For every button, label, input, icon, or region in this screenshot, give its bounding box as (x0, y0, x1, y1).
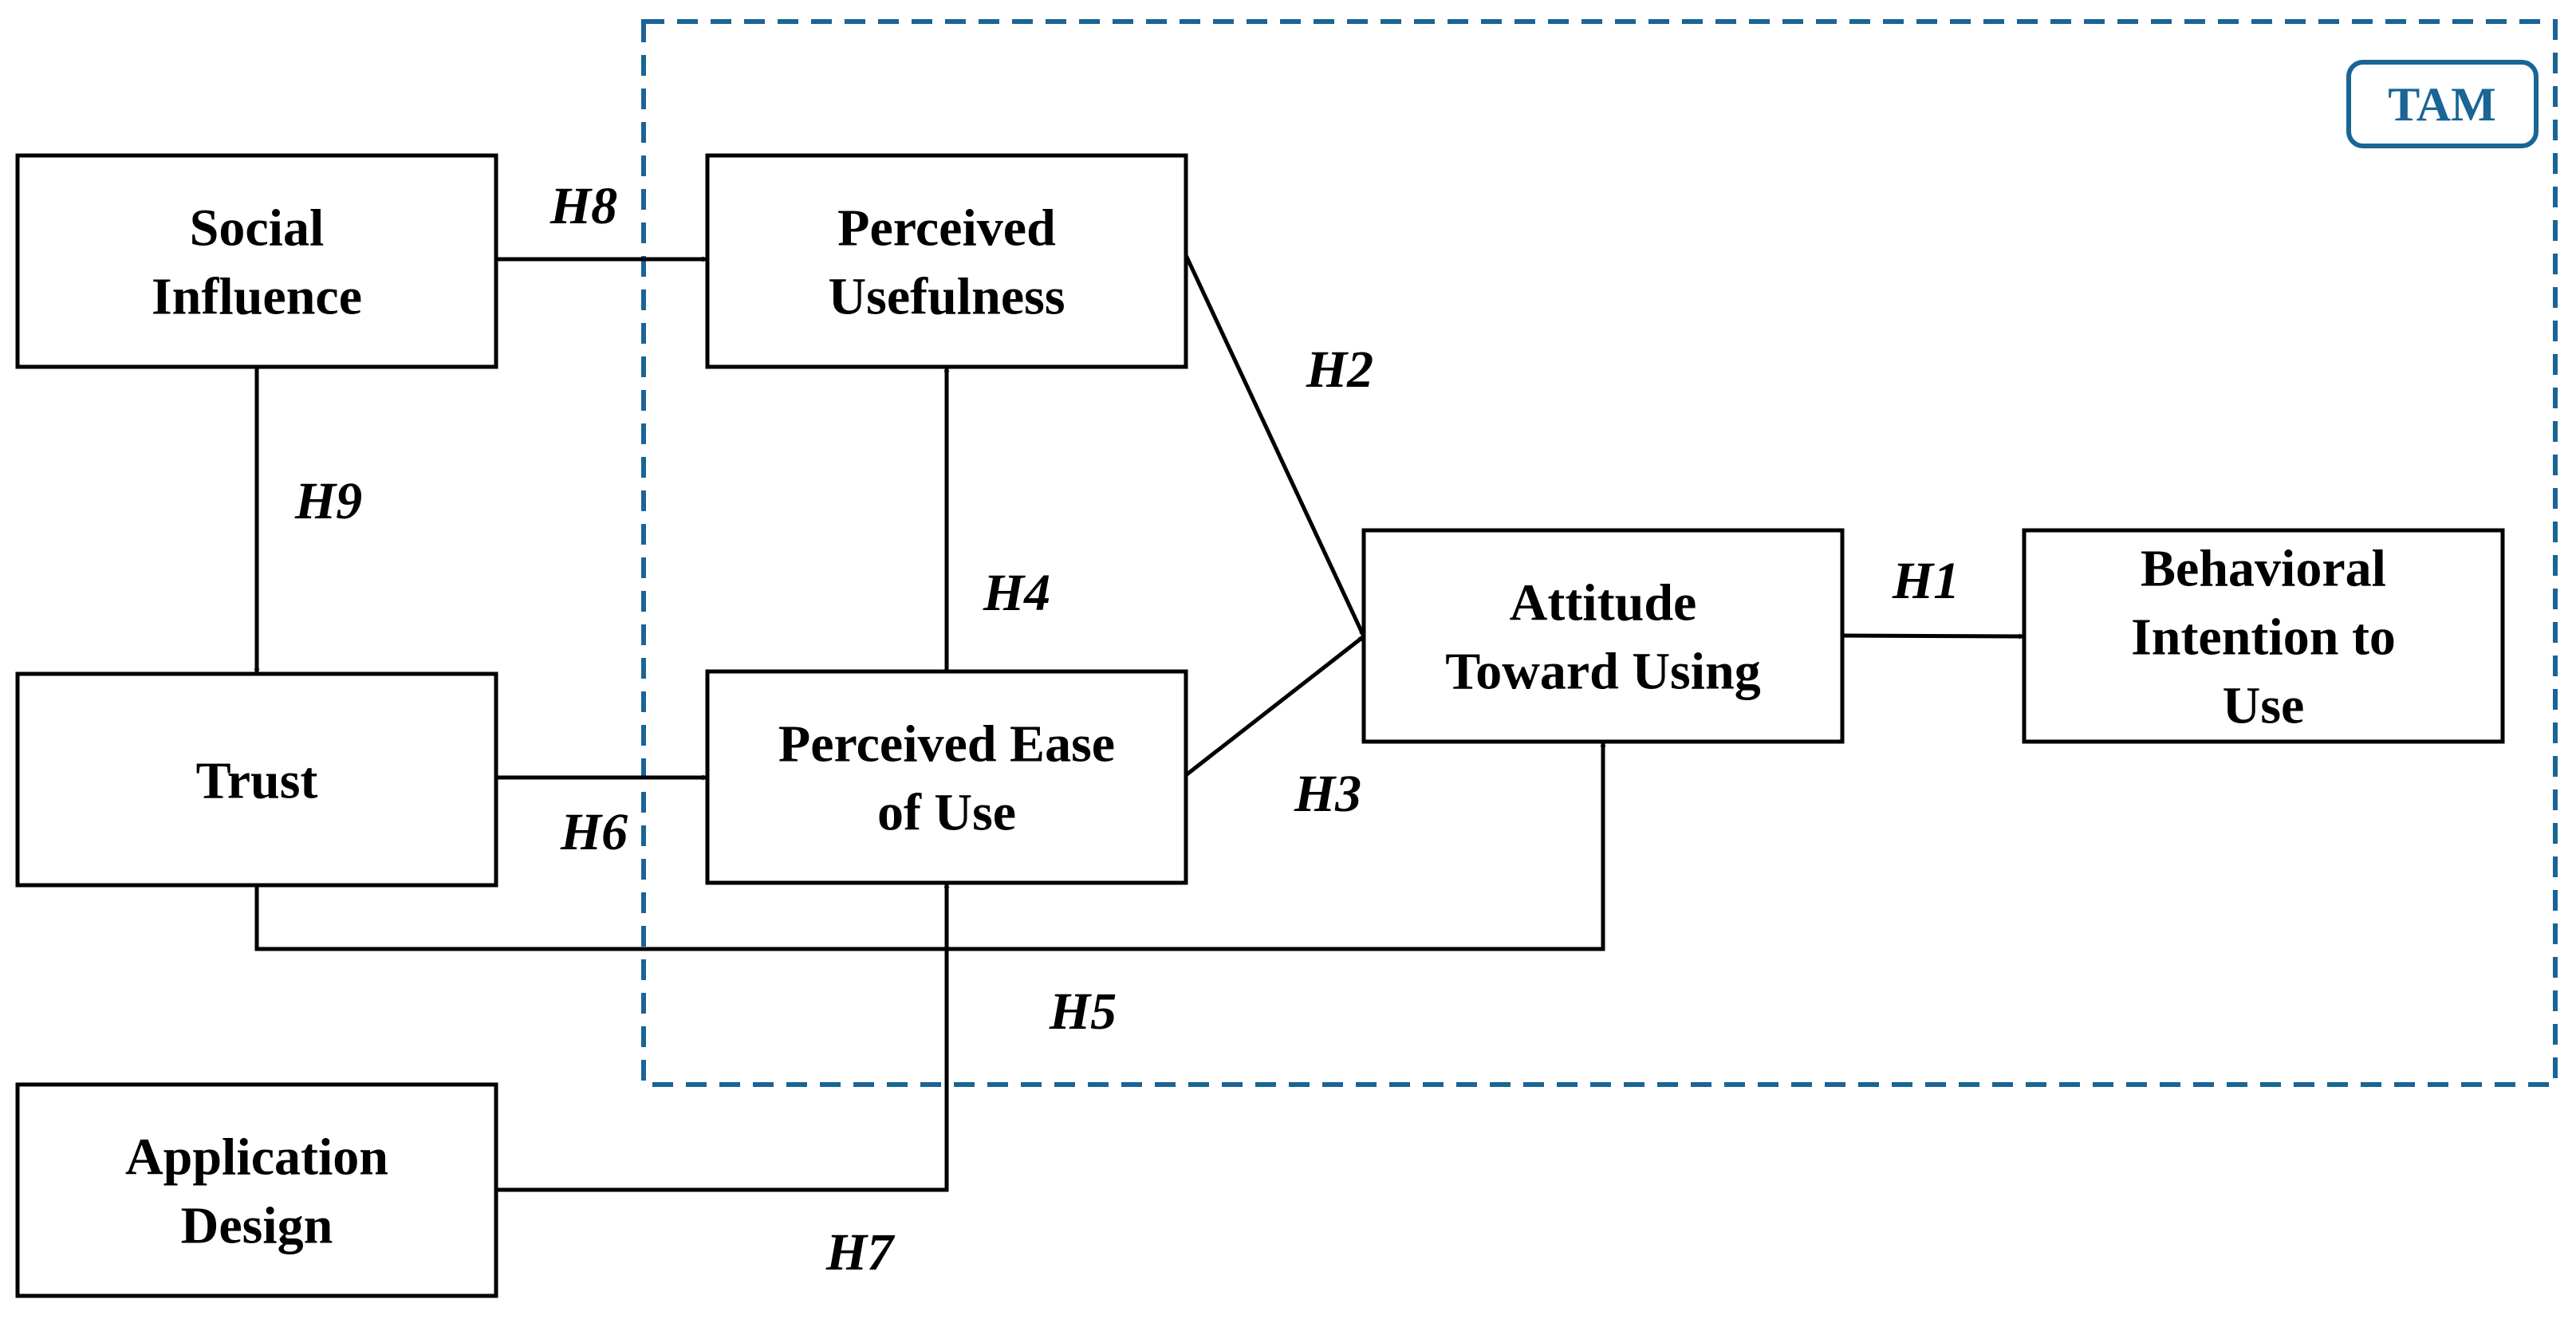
hypothesis-label-h1: H1 (1892, 552, 1960, 610)
node-label-behavioral-intention-line-3: Use (2223, 677, 2305, 735)
node-label-perceived-ease-of-use-line-1: Perceived Ease (778, 715, 1115, 774)
node-label-behavioral-intention-line-1: Behavioral (2141, 540, 2386, 598)
node-label-attitude-toward-using-line-1: Attitude (1510, 574, 1697, 632)
node-perceived-ease-of-use: Perceived Ease of Use (705, 669, 1188, 885)
hypothesis-label-h4: H4 (983, 564, 1050, 622)
hypothesis-label-h3: H3 (1294, 765, 1361, 823)
node-trust: Trust (15, 671, 498, 888)
node-box-behavioral-intention (2022, 528, 2505, 744)
hypothesis-label-h9: H9 (294, 472, 362, 530)
hypothesis-label-h2: H2 (1306, 341, 1373, 399)
edge-h3 (1184, 635, 1365, 777)
node-box-perceived-usefulness (705, 153, 1188, 369)
node-box-application-design (15, 1082, 498, 1298)
node-label-application-design-line-1: Application (125, 1128, 388, 1187)
hypothesis-label-h8: H8 (549, 177, 617, 235)
node-label-application-design-line-2: Design (181, 1197, 333, 1255)
node-box-social-influence (15, 153, 498, 369)
hypothesis-label-h5: H5 (1049, 982, 1117, 1041)
node-box-trust (15, 671, 498, 888)
node-label-attitude-toward-using-line-2: Toward Using (1445, 643, 1761, 701)
node-box-attitude-toward-using (1361, 528, 1845, 744)
hypothesis-label-h7: H7 (825, 1223, 896, 1282)
node-label-trust-line-1: Trust (196, 752, 318, 810)
node-label-perceived-usefulness-line-1: Perceived (837, 199, 1056, 258)
node-box-perceived-ease-of-use (705, 669, 1188, 885)
node-label-social-influence-line-1: Social (190, 199, 325, 258)
node-label-social-influence-line-2: Influence (152, 268, 362, 326)
tam-badge (2346, 60, 2539, 148)
hypothesis-label-h6: H6 (560, 803, 628, 861)
tam-label: TAM (2388, 78, 2496, 131)
edge-h2 (1184, 254, 1366, 638)
edge-h7 (496, 882, 950, 1192)
node-label-perceived-ease-of-use-line-2: of Use (877, 784, 1016, 842)
node-label-perceived-usefulness-line-2: Usefulness (828, 268, 1065, 326)
node-label-behavioral-intention-line-2: Intention to (2131, 608, 2396, 667)
edge-h5 (254, 741, 1606, 951)
tam-boundary (641, 19, 2558, 1087)
